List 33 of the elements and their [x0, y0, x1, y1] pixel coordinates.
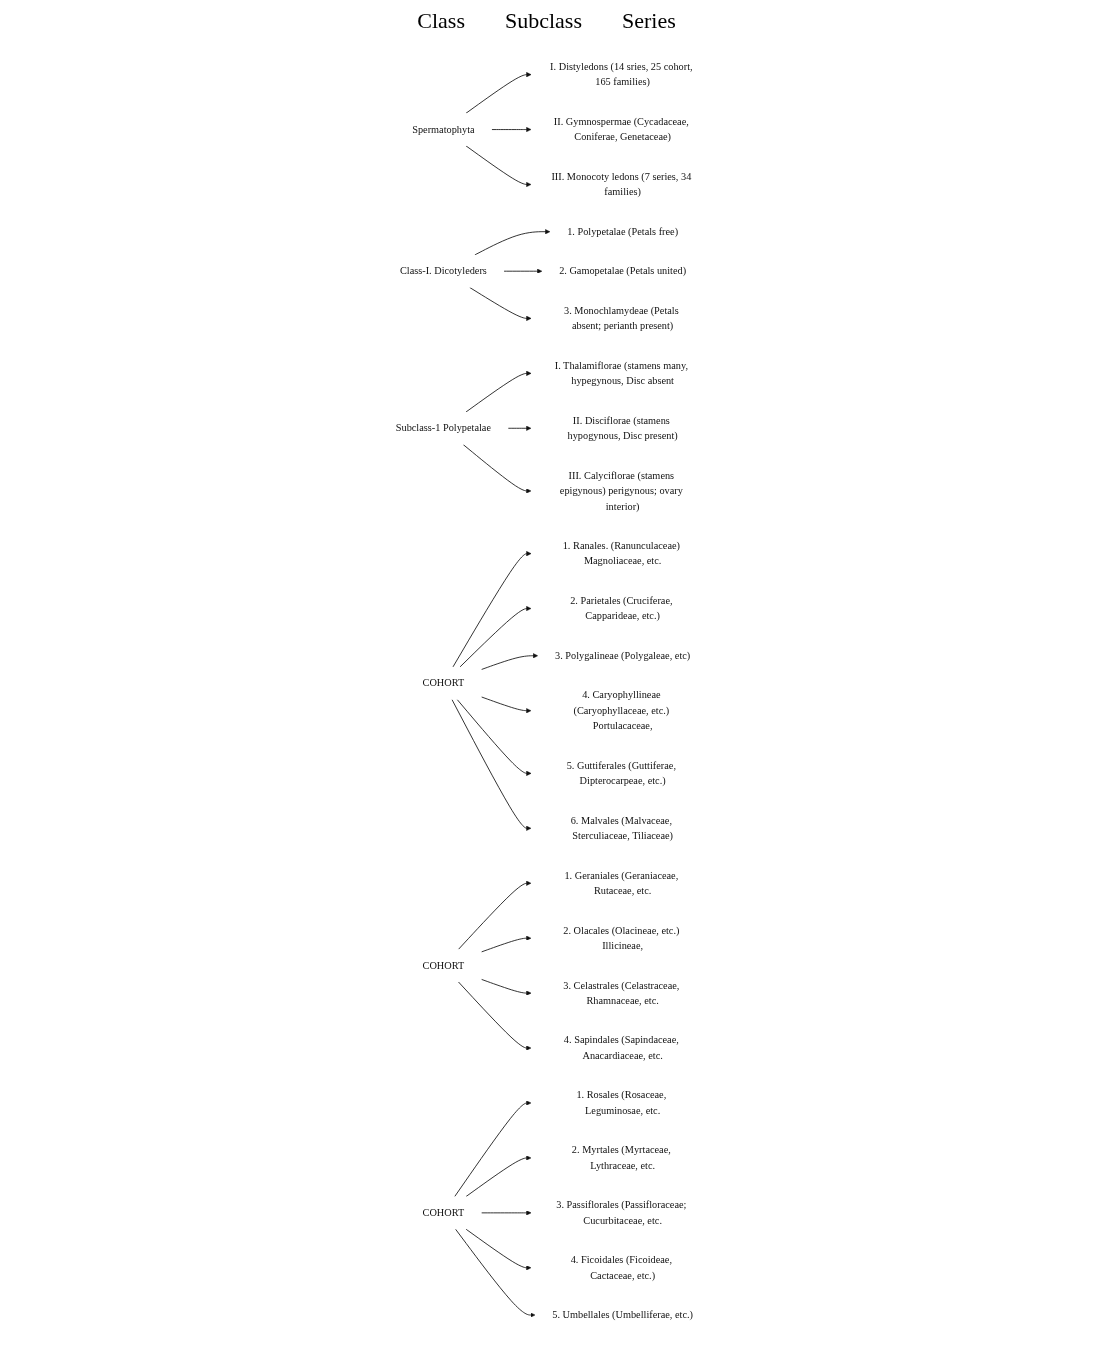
- node-text: III. Calyciflorae (stamens epigynous) perigynous; ovary interior): [559, 469, 683, 512]
- node-text: COHORT: [422, 959, 465, 972]
- node-text: 1. Ranales. (Ranunculaceae) Magnoliaceae, etc.: [562, 539, 681, 567]
- node-text: 2. Parietales (Cruciferae, Capparideae, etc.): [570, 594, 673, 622]
- node-text: 3. Polygalineae (Polygaleae, etc): [555, 649, 691, 662]
- node-text: I. Distyledons (14 sries, 25 cohort, 165 families): [550, 60, 693, 88]
- node-text: 4. Sapindales (Sapindaceae, Anacardiaceae, etc.: [563, 1034, 679, 1062]
- node-text: 3. Celastrales (Celastraceae, Rhamnaceae, etc.: [563, 979, 680, 1007]
- node-text: II. Gymnospermae (Cycadaceae, Coniferae, Genetaceae): [553, 115, 689, 143]
- node-text: 2. Gamopetalae (Petals united): [559, 265, 687, 277]
- node-text: Spermatophyta: [412, 123, 475, 135]
- node-text: Class-I. Dicotyleders: [400, 265, 487, 277]
- node-text: 1. Rosales (Rosaceae, Leguminosae, etc.: [576, 1089, 667, 1117]
- node-text: COHORT: [422, 1206, 465, 1219]
- node-text: 4. Caryophyllineae (Caryophyllaceae, etc.) Portulacaceae,: [573, 689, 670, 732]
- node-text: COHORT: [422, 677, 465, 689]
- node-text: 6. Malvales (Malvaceae, Sterculiaceae, Tiliaceae): [570, 814, 674, 842]
- node-text: I. Thalamiflorae (stamens many, hypegynous, Disc absent: [554, 359, 689, 387]
- rank-label: Subclass: [504, 8, 582, 35]
- node-text: Subclass-1 Polypetalae: [395, 422, 492, 434]
- node-text: 5. Umbellales (Umbelliferae, etc.): [552, 1309, 694, 1321]
- node-text: 3. Passiflorales (Passifloraceae; Cucurbitaceae, etc.: [556, 1199, 687, 1227]
- rank-label: Class: [417, 8, 465, 35]
- node-text: III. Monocoty ledons (7 series, 34 families): [551, 170, 692, 198]
- node-text: 3. Monochlamydeae (Petals absent; perianth present): [564, 304, 679, 332]
- node-text: 5. Guttiferales (Guttiferae, Dipterocarpeae, etc.): [566, 759, 677, 787]
- node-text: 2. Myrtales (Myrtaceae, Lythraceae, etc.: [571, 1144, 671, 1172]
- node-text: 4. Ficoidales (Ficoideae, Cactaceae, etc.): [570, 1254, 673, 1281]
- node-text: II. Disciflorae (stamens hypogynous, Disc present): [567, 414, 678, 442]
- node-text: 2. Olacales (Olacineae, etc.) Illicineae,: [563, 924, 680, 952]
- node-text: 1. Polypetalae (Petals free): [567, 225, 679, 238]
- rank-label: Series: [621, 8, 676, 35]
- node-text: 1. Geraniales (Geraniaceae, Rutaceae, etc.: [564, 869, 679, 897]
